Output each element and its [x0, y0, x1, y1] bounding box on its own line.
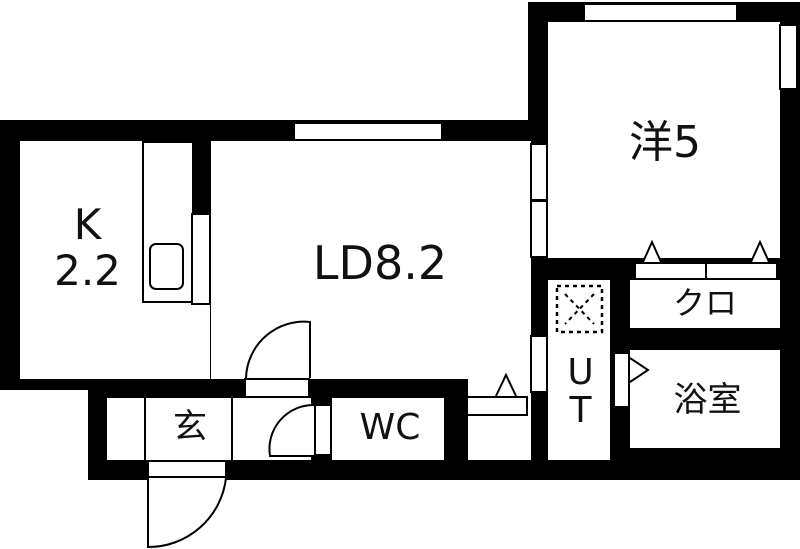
sliding-door-ld-western-1 [530, 143, 548, 201]
window-western-right [779, 24, 798, 90]
room-label-entrance: 玄 [173, 407, 207, 447]
kitchen-partition [191, 141, 211, 213]
window-living-top [293, 122, 443, 141]
room-label-living-dining: LD8.2 [312, 236, 448, 290]
sink-icon [149, 243, 184, 290]
entrance-step-line-2 [231, 398, 233, 460]
hallway [233, 398, 311, 460]
room-label-utility: U T [567, 352, 594, 431]
door-ld-utility [530, 335, 548, 393]
kitchen-partition-panel [191, 213, 211, 305]
window-western-top [583, 3, 738, 22]
entrance-step-line [144, 398, 146, 460]
hall-door-frame [244, 378, 310, 398]
room-label-western: 洋5 [629, 117, 701, 168]
door-utility-bathroom [613, 352, 630, 408]
entrance-door-frame [147, 460, 227, 478]
alcove-shelf [466, 396, 528, 416]
bathroom-area [630, 350, 780, 448]
room-label-kitchen: K 2.2 [54, 200, 121, 295]
closet-door-1 [634, 262, 707, 280]
room-label-closet: クロ [672, 284, 737, 322]
sliding-door-ld-western-2 [530, 200, 548, 258]
closet-door-2 [705, 262, 778, 280]
toilet-area [332, 398, 444, 460]
wc-door-frame [314, 404, 332, 456]
closet-area [630, 280, 780, 328]
room-label-toilet: WC [359, 407, 421, 448]
door-swing-entrance [147, 477, 227, 549]
entrance-vestibule [107, 398, 233, 460]
western-room-area [548, 22, 780, 258]
ld-alcove [468, 378, 531, 460]
room-label-bathroom: 浴室 [673, 380, 742, 420]
